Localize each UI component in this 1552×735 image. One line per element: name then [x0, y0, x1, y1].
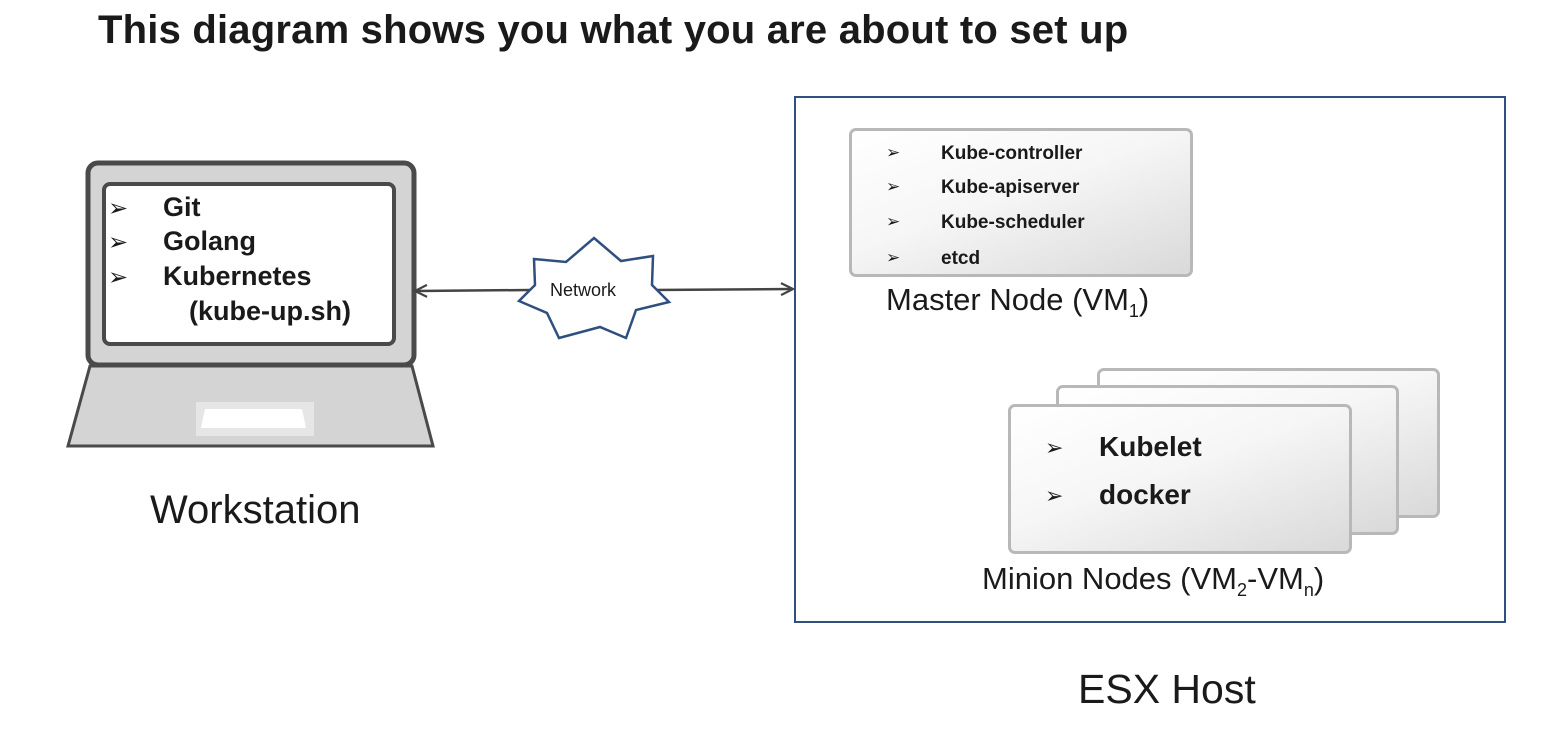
esx-host-label: ESX Host — [1078, 666, 1256, 712]
connector-right — [651, 289, 792, 290]
bullet-arrow-icon: ➢ — [108, 195, 129, 222]
minion-nodes-label: Minion Nodes (VM2-VMn) — [982, 561, 1325, 600]
bullet-arrow-icon: ➢ — [1045, 435, 1064, 460]
minion-item-kubelet: Kubelet — [1099, 431, 1202, 462]
minion-node-box: ➢ Kubelet ➢ docker — [1008, 404, 1352, 554]
page-title: This diagram shows you what you are abou… — [98, 8, 1129, 52]
master-node-label: Master Node (VM1) — [886, 282, 1150, 321]
esx-host-box — [794, 96, 1506, 623]
network-cloud-icon — [516, 236, 672, 340]
master-item-apiserver: Kube-apiserver — [941, 177, 1080, 198]
laptop-icon — [66, 160, 435, 448]
workstation-item-kube-up: (kube-up.sh) — [189, 296, 351, 326]
bullet-arrow-icon: ➢ — [886, 177, 901, 196]
master-item-controller: Kube-controller — [941, 143, 1083, 164]
workstation-label: Workstation — [150, 488, 361, 532]
master-node-box: ➢ Kube-controller ➢ Kube-apiserver ➢ Kub… — [849, 128, 1193, 277]
workstation-item-git: Git — [163, 192, 201, 222]
bullet-arrow-icon: ➢ — [1045, 483, 1064, 508]
minion-item-docker: docker — [1099, 479, 1191, 510]
bullet-arrow-icon: ➢ — [886, 248, 901, 267]
bullet-arrow-icon: ➢ — [886, 212, 901, 231]
workstation-item-kubernetes: Kubernetes — [163, 261, 312, 291]
connector-left — [416, 290, 531, 291]
master-item-scheduler: Kube-scheduler — [941, 212, 1085, 233]
bullet-arrow-icon: ➢ — [886, 143, 901, 162]
bullet-arrow-icon: ➢ — [108, 264, 129, 291]
master-item-etcd: etcd — [941, 248, 981, 269]
workstation-item-golang: Golang — [163, 226, 256, 256]
network-label: Network — [550, 280, 617, 300]
bullet-arrow-icon: ➢ — [108, 229, 129, 256]
